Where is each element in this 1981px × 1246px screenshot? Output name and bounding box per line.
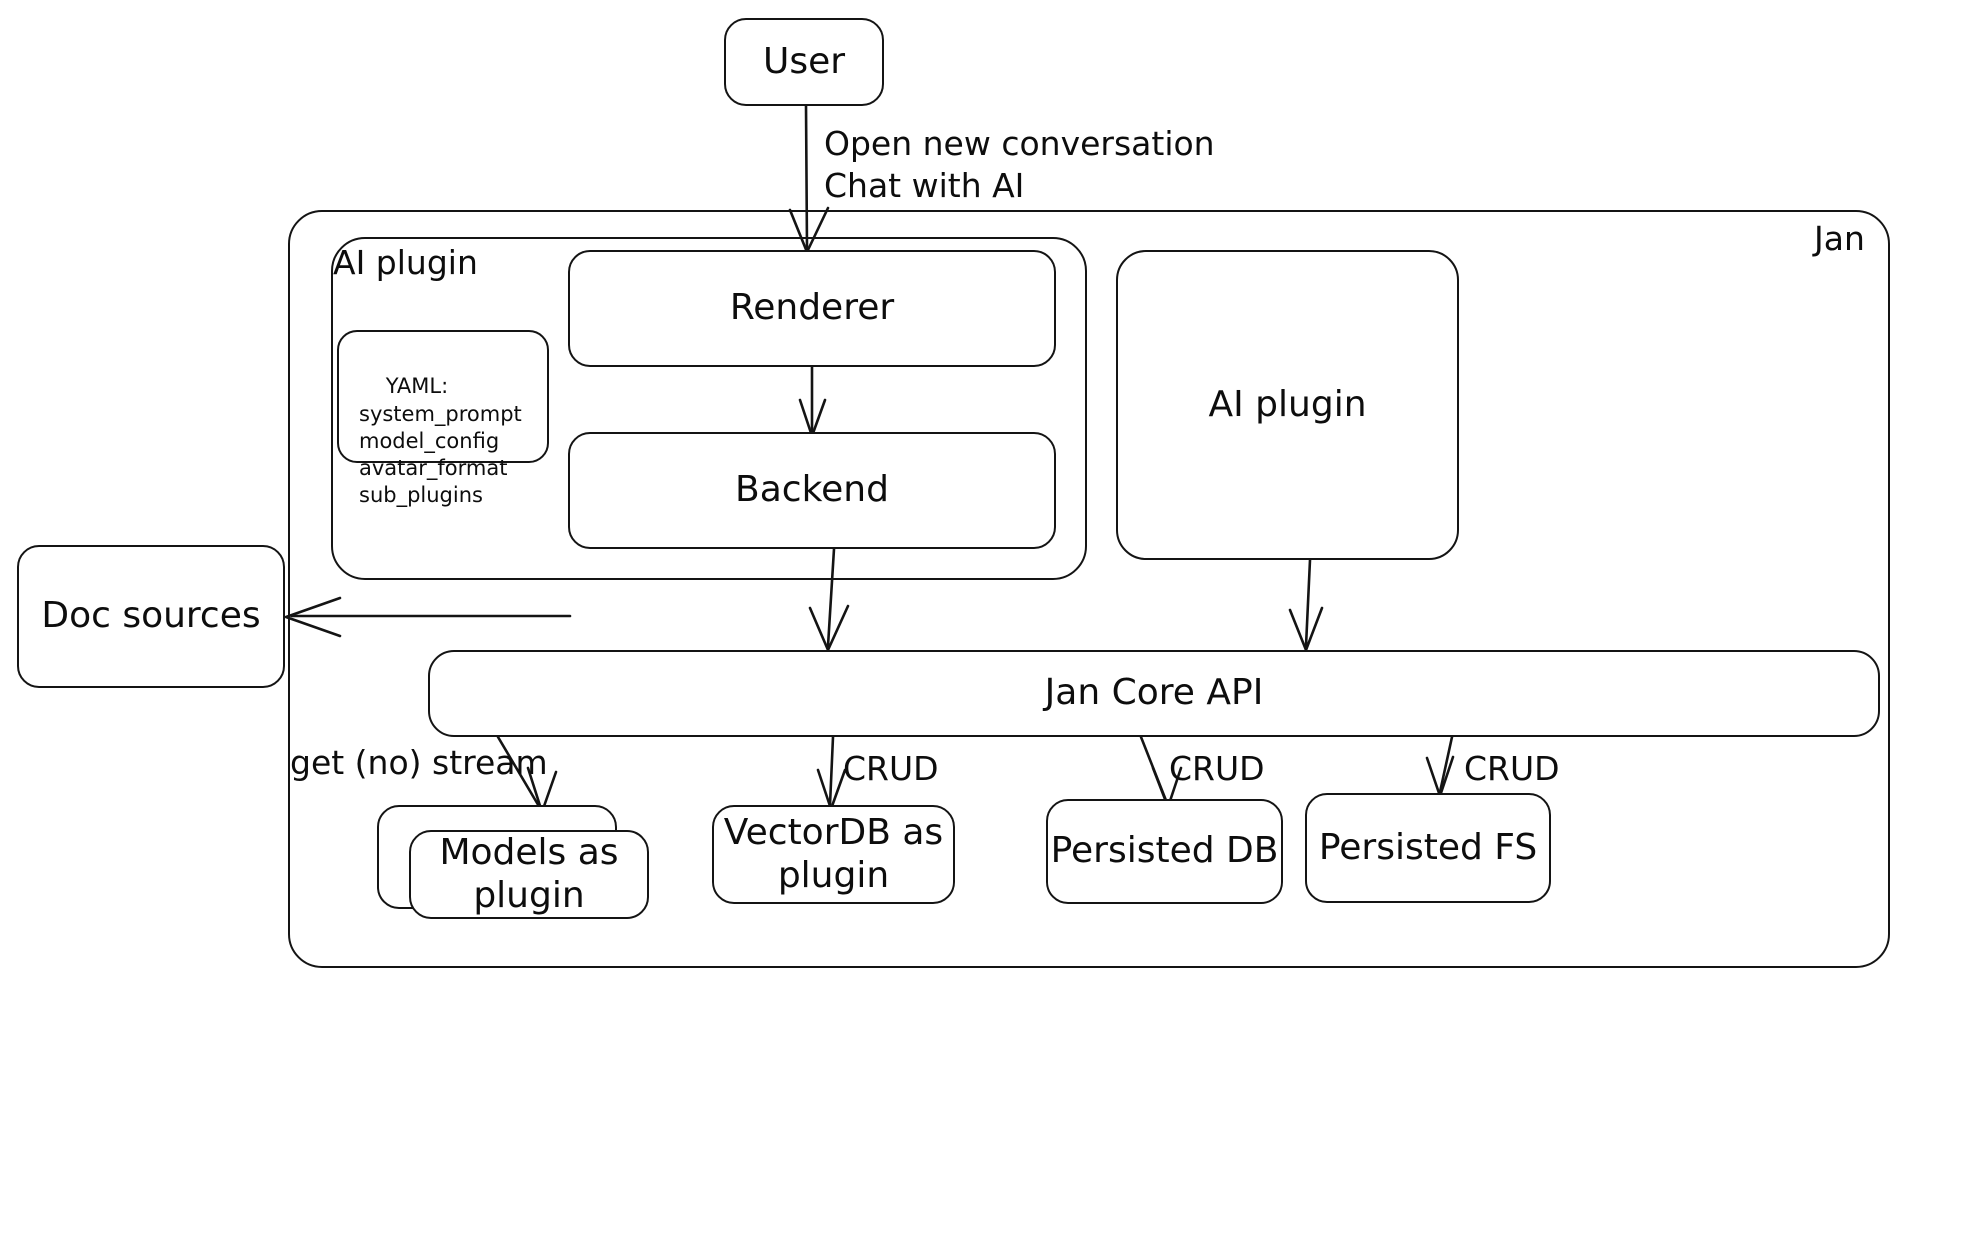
- node-backend[interactable]: Backend: [568, 432, 1056, 549]
- node-models-as-plugin-label: Models as plugin: [439, 832, 619, 916]
- node-doc-sources[interactable]: Doc sources: [17, 545, 285, 688]
- node-ai-plugin-right[interactable]: AI plugin: [1116, 250, 1459, 560]
- yaml-config-text: YAML: system_prompt model_config avatar_…: [359, 374, 522, 508]
- node-user-label: User: [762, 40, 846, 82]
- node-persisted-fs[interactable]: Persisted FS: [1305, 793, 1551, 903]
- yaml-config-card: YAML: system_prompt model_config avatar_…: [337, 330, 549, 507]
- edge-label-user-to-renderer: Open new conversation Chat with AI: [824, 124, 1215, 206]
- edge-label-get-no-stream: get (no) stream: [290, 743, 548, 782]
- container-ai-plugin-label: AI plugin: [333, 243, 478, 282]
- node-persisted-db-label: Persisted DB: [1050, 830, 1279, 872]
- node-persisted-fs-label: Persisted FS: [1318, 826, 1538, 868]
- node-ai-plugin-right-label: AI plugin: [1208, 383, 1367, 425]
- node-renderer[interactable]: Renderer: [568, 250, 1056, 367]
- edge-label-crud-persisted-db: CRUD: [1169, 749, 1265, 788]
- node-persisted-db[interactable]: Persisted DB: [1046, 799, 1283, 904]
- edge-label-crud-persisted-fs: CRUD: [1464, 749, 1560, 788]
- node-vectordb-as-plugin[interactable]: VectorDB as plugin: [712, 805, 955, 904]
- node-models-as-plugin[interactable]: Models as plugin: [409, 830, 649, 919]
- container-ai-plugin: [331, 237, 1087, 580]
- edge-label-crud-vectordb: CRUD: [843, 749, 939, 788]
- container-jan: [288, 210, 1890, 968]
- node-backend-label: Backend: [735, 469, 889, 511]
- node-jan-core-api-label: Jan Core API: [1044, 672, 1264, 714]
- node-jan-core-api[interactable]: Jan Core API: [428, 650, 1880, 737]
- node-renderer-label: Renderer: [729, 287, 895, 329]
- node-doc-sources-label: Doc sources: [41, 595, 261, 637]
- node-user[interactable]: User: [724, 18, 884, 106]
- node-vectordb-as-plugin-label: VectorDB as plugin: [723, 812, 944, 896]
- container-jan-label: Jan: [1814, 219, 1865, 258]
